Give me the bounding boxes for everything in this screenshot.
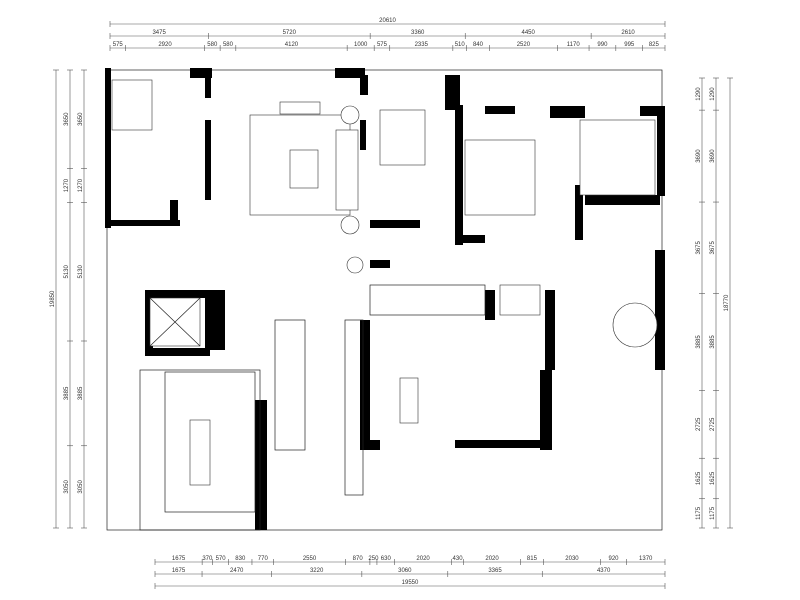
dimension-label: 1290 (710, 87, 716, 101)
dimension-label: 19850 (50, 290, 56, 307)
dimension-label: 3650 (78, 112, 84, 126)
dimension-label: 1625 (710, 471, 716, 485)
walls (105, 68, 665, 531)
dimension-label: 4370 (597, 568, 611, 574)
dimension-label: 3220 (310, 568, 324, 574)
dimension-label: 430 (453, 556, 464, 562)
dimension-label: 575 (113, 42, 124, 48)
dimension-label: 3050 (64, 480, 70, 494)
dimension-label: 3885 (710, 335, 716, 349)
dimension-label: 2725 (710, 417, 716, 431)
dimension-label: 575 (377, 42, 388, 48)
furniture (111, 79, 658, 486)
dimension-label: 2335 (415, 42, 429, 48)
dimension-label: 1290 (696, 87, 702, 101)
dimension-label: 770 (258, 556, 269, 562)
dimension-label: 990 (597, 42, 608, 48)
dimension-label: 580 (207, 42, 218, 48)
dimension-label: 3675 (696, 240, 702, 254)
dimension-label: 1175 (696, 506, 702, 520)
dimension-label: 3885 (64, 386, 70, 400)
dimension-label: 3885 (696, 335, 702, 349)
dimension-label: 2520 (517, 42, 531, 48)
dimension-label: 250 (368, 556, 379, 562)
dimension-label: 1625 (696, 471, 702, 485)
dimension-label: 1170 (567, 42, 581, 48)
dimension-label: 570 (216, 556, 227, 562)
dimension-label: 2020 (485, 556, 499, 562)
dimension-label: 995 (624, 42, 635, 48)
dimension-label: 1270 (64, 178, 70, 192)
dimension-label: 3475 (152, 30, 166, 36)
dimension-label: 4120 (285, 42, 299, 48)
dimension-label: 2020 (416, 556, 430, 562)
dimension-label: 840 (473, 42, 484, 48)
dimension-label: 5720 (283, 30, 297, 36)
dimension-label: 4450 (522, 30, 536, 36)
dimension-label: 1370 (639, 556, 653, 562)
dimension-label: 3360 (411, 30, 425, 36)
dimension-label: 1175 (710, 506, 716, 520)
dimension-label: 3690 (696, 149, 702, 163)
dimension-label: 2610 (621, 30, 635, 36)
dimension-label: 20610 (379, 18, 396, 24)
dimension-label: 2470 (230, 568, 244, 574)
dimension-label: 18770 (724, 294, 730, 311)
dimension-label: 3365 (488, 568, 502, 574)
dimension-label: 510 (455, 42, 466, 48)
dimension-label: 920 (608, 556, 619, 562)
dimension-label: 870 (353, 556, 364, 562)
dimension-label: 1675 (172, 568, 186, 574)
dimension-label: 3060 (398, 568, 412, 574)
dimension-label: 3690 (710, 149, 716, 163)
dimension-label: 815 (527, 556, 538, 562)
dimension-label: 19550 (402, 580, 419, 586)
dimension-label: 5130 (64, 265, 70, 279)
dimension-label: 3650 (64, 112, 70, 126)
dimension-lines: 20610 3475 5720 3360 4450 2610 575 2920 580 580 41… (50, 18, 733, 589)
dimension-label: 580 (223, 42, 234, 48)
dimension-label: 5130 (78, 265, 84, 279)
dimension-label: 3885 (78, 386, 84, 400)
dimension-label: 370 (202, 556, 213, 562)
dimension-label: 1270 (78, 178, 84, 192)
dimension-label: 1675 (172, 556, 186, 562)
dimension-label: 1000 (354, 42, 368, 48)
dimension-label: 3675 (710, 240, 716, 254)
dimension-label: 3050 (78, 480, 84, 494)
dimension-label: 2550 (303, 556, 317, 562)
dimension-label: 830 (235, 556, 246, 562)
dimension-label: 825 (649, 42, 660, 48)
dimension-label: 2725 (696, 417, 702, 431)
dimension-label: 2920 (158, 42, 172, 48)
dimension-label: 630 (381, 556, 392, 562)
dimension-label: 2030 (565, 556, 579, 562)
